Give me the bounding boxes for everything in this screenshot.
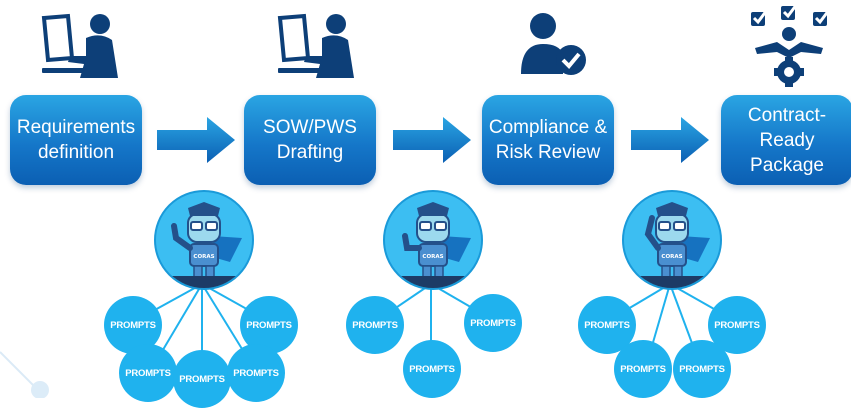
workflow-diagram: Requirements definition SOW/PWS Drafting… <box>0 3 851 408</box>
person-at-computer-icon <box>41 13 118 78</box>
step-label: Contract- Ready Package <box>747 104 827 176</box>
robot-mascot-icon: CORAS <box>624 202 720 288</box>
prompt-bubble: PROMPTS <box>173 350 231 408</box>
mascot-avatar: CORAS <box>622 190 722 290</box>
step-sow-pws-drafting: SOW/PWS Drafting <box>244 95 376 185</box>
arrow-right-icon <box>393 117 471 163</box>
step-requirements-definition: Requirements definition <box>10 95 142 185</box>
step-label: Requirements definition <box>16 117 136 163</box>
prompt-bubble: PROMPTS <box>403 340 461 398</box>
arrow-right-icon <box>631 117 709 163</box>
prompt-bubble: PROMPTS <box>346 296 404 354</box>
prompt-bubble: PROMPTS <box>227 344 285 402</box>
mascot-avatar: CORAS <box>383 190 483 290</box>
robot-mascot-icon: CORAS <box>156 202 252 288</box>
person-checklist-gear-icon <box>751 3 831 87</box>
mascot-badge: CORAS <box>193 254 214 260</box>
prompt-bubble: PROMPTS <box>614 340 672 398</box>
mascot-badge: CORAS <box>422 254 443 260</box>
step-compliance-risk-review: Compliance & Risk Review <box>482 95 614 185</box>
person-at-computer-icon <box>277 13 354 78</box>
user-check-icon <box>521 13 586 75</box>
prompt-bubble: PROMPTS <box>673 340 731 398</box>
prompt-bubble: PROMPTS <box>464 294 522 352</box>
step-label: SOW/PWS Drafting <box>263 117 357 163</box>
robot-mascot-icon: CORAS <box>385 202 481 288</box>
mascot-avatar: CORAS <box>154 190 254 290</box>
prompt-bubble: PROMPTS <box>119 344 177 402</box>
step-label: Compliance & Risk Review <box>488 117 608 163</box>
step-contract-ready-package: Contract- Ready Package <box>721 95 851 185</box>
arrow-right-icon <box>157 117 235 163</box>
mascot-badge: CORAS <box>661 254 682 260</box>
